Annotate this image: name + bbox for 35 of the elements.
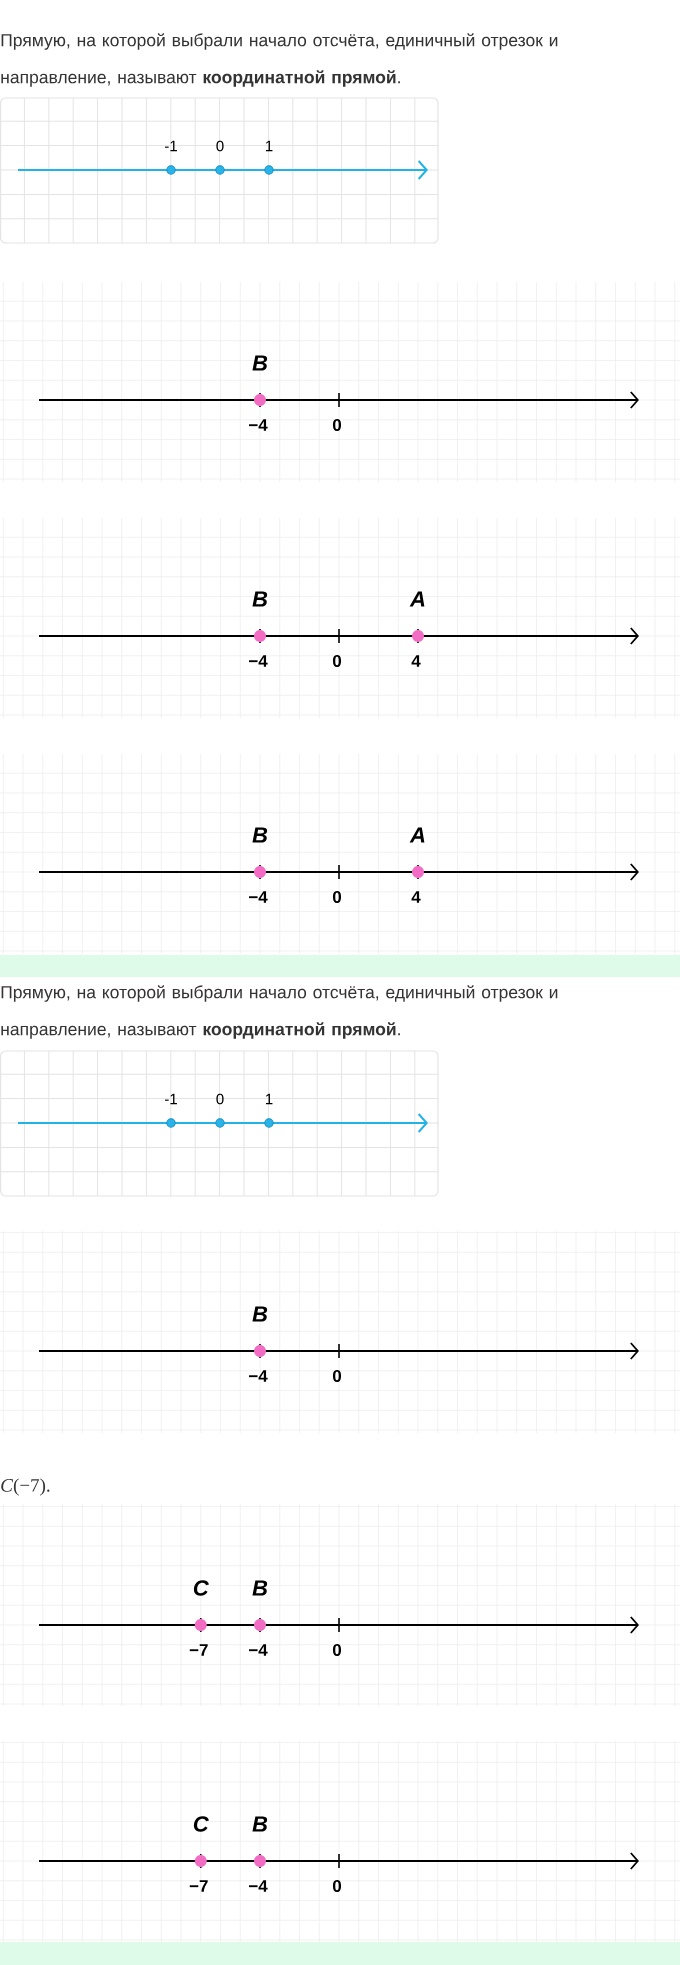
tick-label: −4 (249, 891, 268, 903)
tick-label: 1 (266, 140, 273, 152)
tick-label: -1 (165, 1093, 177, 1105)
paragraph: Прямую, на которой выбрали начало отсчёта, единичный отрезок и направление, называют координатной прямой. (1, 33, 558, 87)
tick-label: −4 (249, 655, 268, 667)
point-label: B (252, 591, 268, 607)
tick-label: −4 (249, 1880, 268, 1892)
tick-label: 0 (332, 655, 342, 668)
paragraph: Прямую, на которой выбрали начало отсчёта, единичный отрезок и направление, называют координатной прямой. (1, 985, 558, 1039)
point-label: A (409, 827, 425, 843)
tick-label: 4 (411, 655, 421, 667)
point-label: B (252, 1816, 268, 1832)
tick-label: 0 (332, 1644, 342, 1657)
point-label: C (193, 1816, 209, 1832)
point-label: C (193, 1580, 209, 1596)
point-label: B (252, 1306, 268, 1322)
tick-label: −4 (249, 419, 268, 431)
tick-label: −7 (189, 1644, 208, 1656)
tick-label: 0 (332, 1880, 342, 1893)
tick-label: 1 (266, 1093, 273, 1105)
formula-text: C(−7). (1, 1478, 50, 1496)
tick-label: −4 (249, 1644, 268, 1656)
point-label: B (252, 1580, 268, 1596)
tick-label: −7 (189, 1880, 208, 1892)
point-label: B (252, 355, 268, 371)
tick-label: 4 (411, 891, 421, 903)
tick-label: 0 (332, 419, 342, 432)
point-label: B (252, 827, 268, 843)
tick-label: 0 (332, 891, 342, 904)
tick-label: 0 (216, 140, 224, 152)
tick-label: −4 (249, 1370, 268, 1382)
tick-label: 0 (332, 1370, 342, 1383)
tick-label: -1 (165, 140, 177, 152)
tick-label: 0 (216, 1093, 224, 1105)
point-label: A (409, 591, 425, 607)
